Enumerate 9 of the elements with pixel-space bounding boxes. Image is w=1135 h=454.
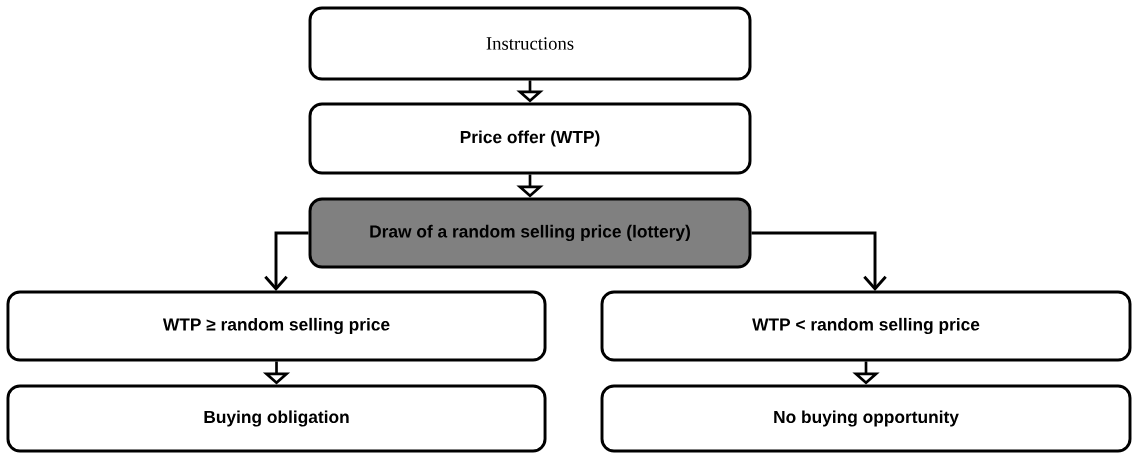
arrow	[264, 231, 309, 291]
process-box: WTP < random selling price	[600, 290, 1132, 362]
process-box: Buying obligation	[6, 384, 547, 453]
process-box: Price offer (WTP)	[308, 102, 752, 175]
process-box: No buying opportunity	[600, 384, 1132, 453]
arrow	[751, 231, 887, 291]
process-box: WTP ≥ random selling price	[6, 290, 547, 362]
process-box: Instructions	[308, 6, 752, 81]
process-box: Draw of a random selling price (lottery)	[308, 197, 752, 269]
